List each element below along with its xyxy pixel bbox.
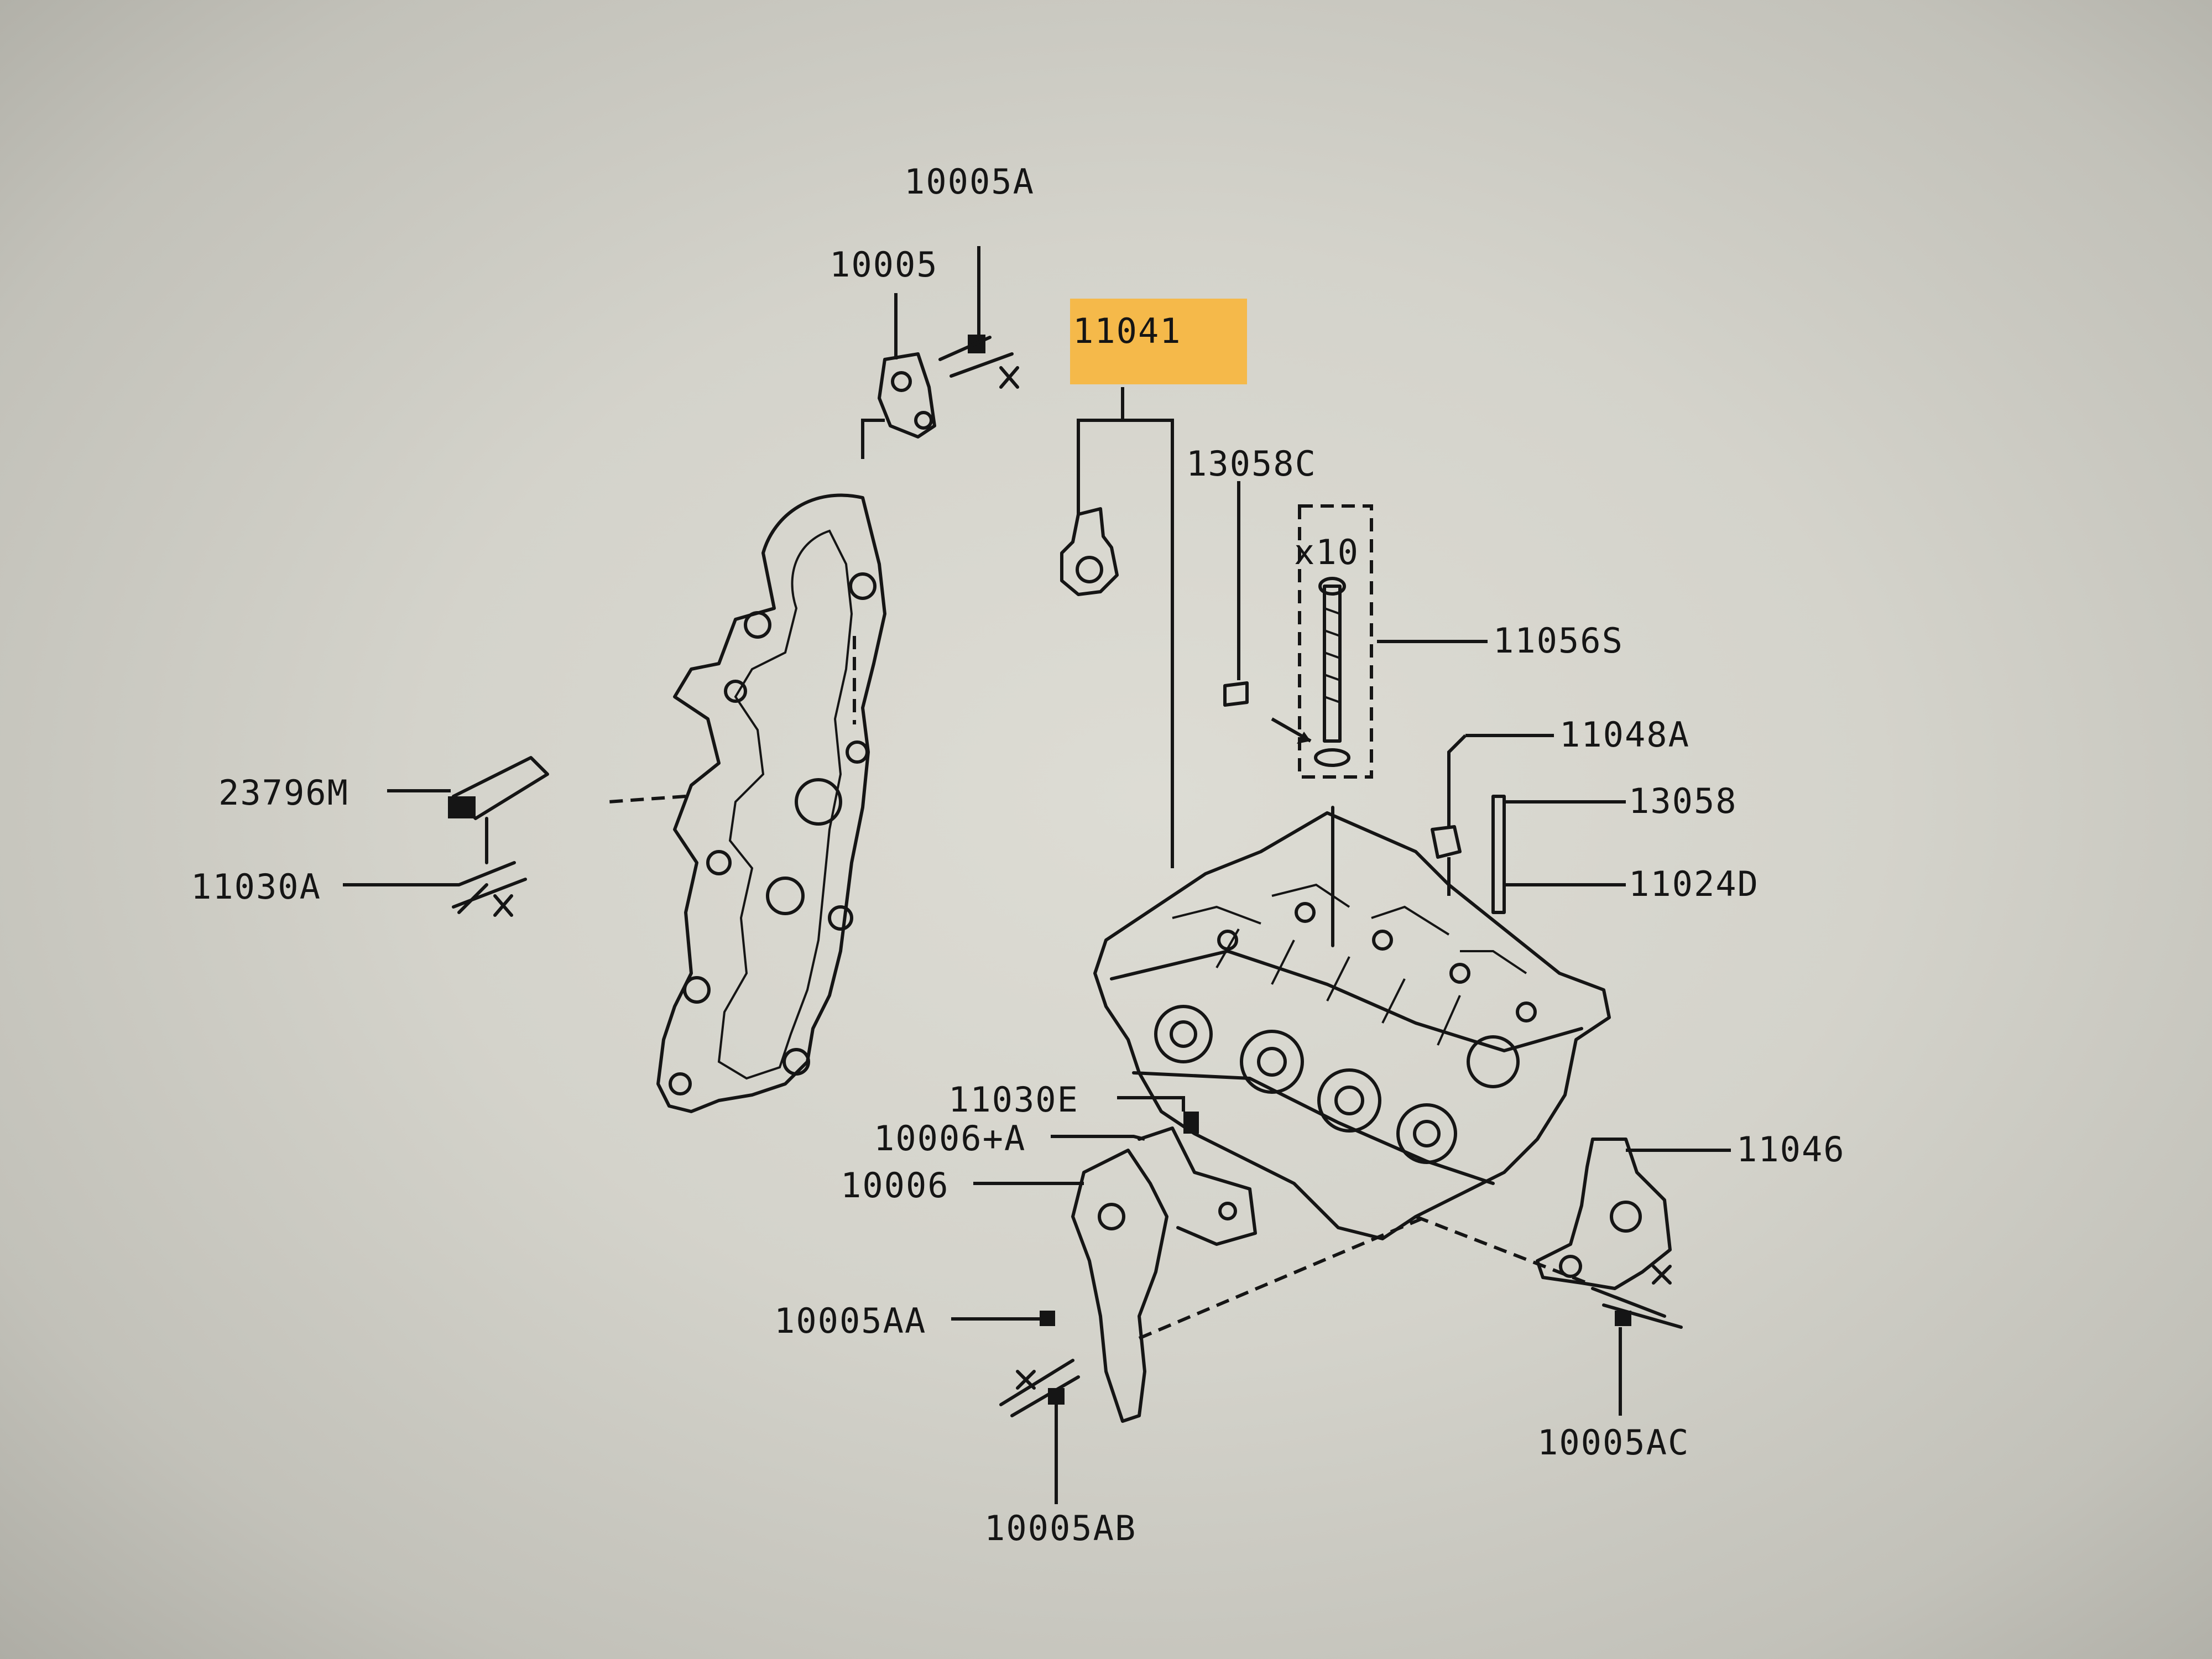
part-11041 bbox=[1060, 507, 1119, 596]
cylinder-head bbox=[1093, 806, 1611, 1240]
stud-13058 bbox=[1491, 795, 1506, 914]
sensor-23796m bbox=[448, 756, 549, 864]
callout-10006[interactable]: 10006 bbox=[841, 1165, 950, 1206]
callout-13058c[interactable]: 13058C bbox=[1186, 444, 1317, 484]
callout-10005ab[interactable]: 10005AB bbox=[984, 1508, 1136, 1548]
highlight-box bbox=[1070, 299, 1247, 384]
callout-11056s[interactable]: 11056S bbox=[1493, 620, 1624, 661]
bracket-10005 bbox=[861, 352, 936, 459]
callout-x10[interactable]: x10 bbox=[1294, 532, 1359, 572]
callout-11041[interactable]: 11041 bbox=[1073, 311, 1182, 351]
callout-10006a[interactable]: 10006+A bbox=[874, 1118, 1026, 1159]
bolt-11030a bbox=[452, 861, 527, 917]
bracket-10006 bbox=[1071, 1112, 1257, 1423]
callout-13058[interactable]: 13058 bbox=[1629, 781, 1738, 821]
callout-11030a[interactable]: 11030A bbox=[191, 867, 321, 907]
bracket-11046 bbox=[1536, 1138, 1683, 1329]
dowel-11048a bbox=[1431, 825, 1462, 859]
callout-10005ac[interactable]: 10005AC bbox=[1537, 1422, 1689, 1463]
bolt-10005aa bbox=[1040, 1311, 1055, 1326]
callout-11024d[interactable]: 11024D bbox=[1629, 864, 1759, 904]
callout-10005a[interactable]: 10005A bbox=[904, 161, 1035, 202]
callout-10005[interactable]: 10005 bbox=[830, 244, 938, 285]
bolt-10005ab bbox=[999, 1359, 1080, 1417]
front-cover-gasket bbox=[608, 493, 886, 1113]
callout-11046[interactable]: 11046 bbox=[1736, 1129, 1845, 1170]
leader-lines bbox=[343, 246, 1731, 1504]
callout-11030e[interactable]: 11030E bbox=[948, 1079, 1079, 1120]
callout-11048a[interactable]: 11048A bbox=[1559, 714, 1690, 755]
callout-23796m[interactable]: 23796M bbox=[218, 773, 349, 813]
washer-13058c bbox=[1223, 681, 1312, 744]
callout-10005aa[interactable]: 10005AA bbox=[774, 1301, 926, 1341]
bolt-10005a bbox=[938, 335, 1019, 389]
head-bolt-group bbox=[1298, 504, 1373, 779]
